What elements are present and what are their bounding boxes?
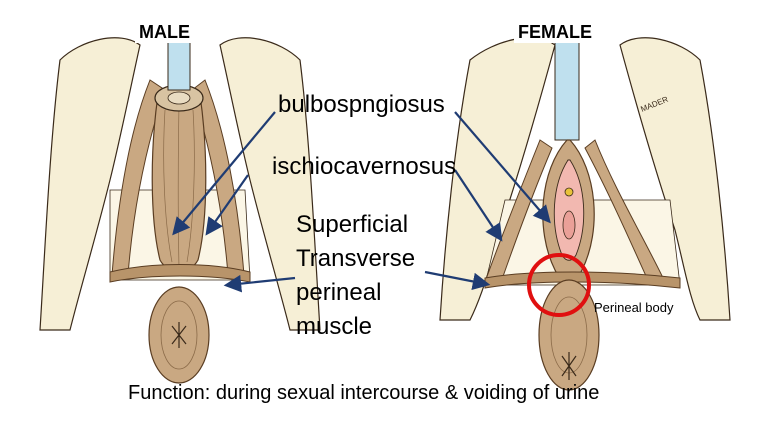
female-illustration: MADER xyxy=(439,37,731,391)
label-bulbospongiosus: bulbospngiosus xyxy=(278,91,445,118)
male-illustration xyxy=(39,37,321,384)
male-urethra-tube xyxy=(167,39,191,91)
label-line-2: Transverse xyxy=(296,245,416,272)
male-left-thigh xyxy=(39,37,141,331)
label-line-3: perineal xyxy=(296,279,382,306)
male-right-thigh xyxy=(219,37,321,331)
female-anus-icon xyxy=(561,352,577,380)
arrow-ischiocavernosus-male xyxy=(205,174,249,236)
perineal-body-highlight-circle xyxy=(527,253,591,317)
label-line-1: Superficial xyxy=(296,211,409,238)
female-urethral-opening xyxy=(564,187,574,197)
male-heading: MALE xyxy=(135,21,194,43)
male-anus-icon xyxy=(171,322,187,348)
arrow-bulbospongiosus-male xyxy=(172,111,276,236)
female-vestibule xyxy=(553,159,585,261)
pointer-arrows xyxy=(172,111,551,293)
arrow-bulbospongiosus-female xyxy=(454,111,551,224)
arrow-ischiocavernosus-female xyxy=(454,169,503,242)
label-superficial-transverse-perineal: Superficial Transverse perineal muscle xyxy=(296,208,415,344)
female-heading: FEMALE xyxy=(514,21,596,43)
label-ischiocavernosus: ischiocavernosus xyxy=(272,153,457,180)
female-urethra-tube xyxy=(554,39,580,141)
label-line-4: muscle xyxy=(296,313,373,340)
label-perineal-body: Perineal body xyxy=(594,300,674,315)
female-anal-sphincter xyxy=(538,279,600,391)
function-caption: Function: during sexual intercourse & vo… xyxy=(128,382,600,404)
female-vaginal-opening xyxy=(562,210,576,240)
arrow-transverse-male xyxy=(223,274,296,293)
arrow-transverse-female xyxy=(424,270,491,291)
female-right-thigh xyxy=(619,37,731,321)
